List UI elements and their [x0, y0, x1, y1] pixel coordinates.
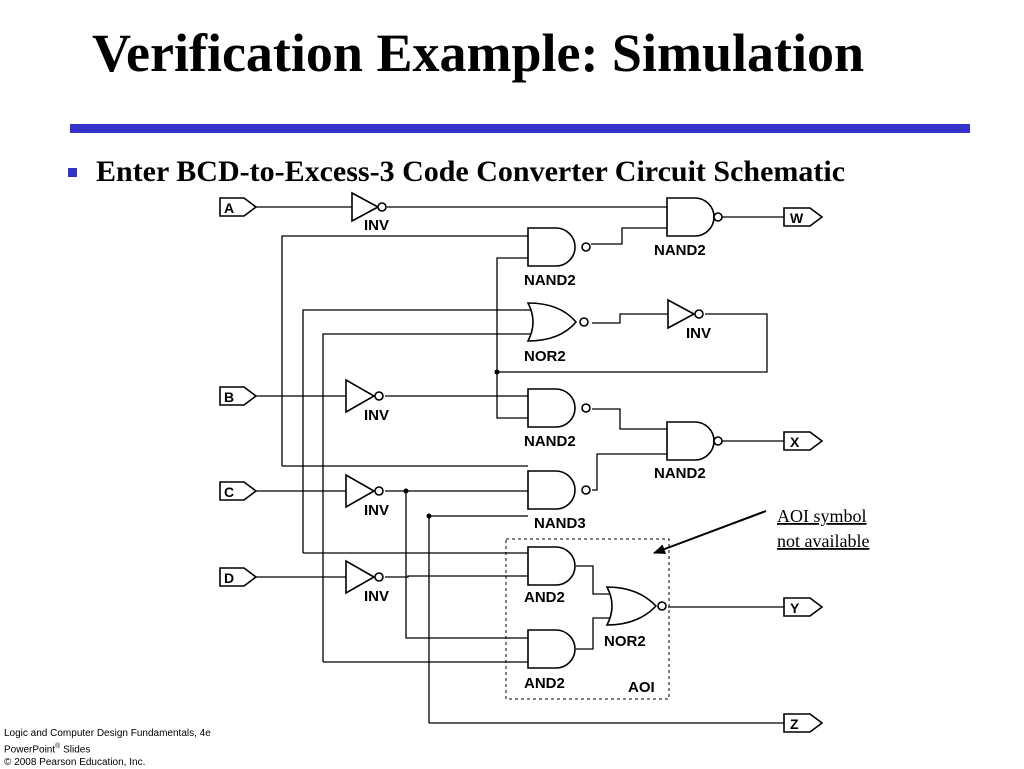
and-gate-top: AND2 — [524, 546, 576, 606]
nand3-gate: NAND3 — [527, 470, 591, 532]
port-w-label: W — [790, 210, 804, 226]
port-c-label: C — [224, 484, 234, 500]
port-y: Y — [783, 597, 824, 617]
svg-text:AND2: AND2 — [524, 589, 565, 606]
footer-line-2: PowerPoint® Slides — [4, 743, 91, 756]
port-d-label: D — [224, 570, 234, 586]
junction-dots — [403, 369, 500, 519]
svg-text:NAND2: NAND2 — [524, 272, 576, 289]
title-divider — [70, 124, 970, 133]
nor-gate-y: NOR2 — [604, 586, 667, 650]
port-y-label: Y — [790, 600, 800, 616]
annotation-line-2: not available — [777, 531, 869, 551]
nand-gate-mid: NAND2 — [524, 388, 591, 450]
inverter-d: INV — [345, 559, 389, 605]
aoi-group-box — [505, 538, 670, 700]
svg-text:NAND2: NAND2 — [654, 465, 706, 482]
port-w: W — [783, 207, 824, 227]
svg-text:NOR2: NOR2 — [524, 348, 566, 365]
port-a: A — [219, 197, 258, 217]
inverter-a: INV — [351, 191, 389, 234]
port-a-label: A — [224, 200, 234, 216]
svg-text:INV: INV — [686, 325, 711, 342]
port-x: X — [783, 431, 824, 451]
nand-gate-x: NAND2 — [654, 421, 723, 482]
inverter-b: INV — [345, 378, 389, 424]
svg-text:INV: INV — [364, 217, 389, 234]
svg-text:INV: INV — [364, 588, 389, 605]
svg-text:NOR2: NOR2 — [604, 633, 646, 650]
svg-text:INV: INV — [364, 407, 389, 424]
footer-line-1: Logic and Computer Design Fundamentals, … — [4, 728, 211, 739]
footer-line-3: © 2008 Pearson Education, Inc. — [4, 757, 146, 769]
slide-title: Verification Example: Simulation — [92, 23, 865, 83]
port-x-label: X — [790, 434, 800, 450]
aoi-box-label: AOI — [628, 679, 655, 696]
and-gate-bottom: AND2 — [524, 629, 576, 692]
port-z: Z — [783, 713, 824, 733]
annotation-line-1: AOI symbol — [777, 506, 867, 526]
nand-gate-top: NAND2 — [524, 227, 591, 289]
nand-gate-w: NAND2 — [654, 197, 723, 259]
bullet-square-icon — [68, 168, 77, 177]
nor-gate-mid: NOR2 — [524, 302, 589, 365]
svg-text:NAND3: NAND3 — [534, 515, 586, 532]
svg-text:NAND2: NAND2 — [654, 242, 706, 259]
annotation-arrow-icon — [653, 510, 767, 554]
footer-credits: Logic and Computer Design Fundamentals, … — [4, 727, 211, 769]
aoi-annotation: AOI symbol not available — [653, 506, 869, 554]
wires — [256, 206, 784, 724]
bullet-text: Enter BCD-to-Excess-3 Code Converter Cir… — [96, 155, 846, 188]
svg-text:INV: INV — [364, 502, 389, 519]
port-c: C — [219, 481, 258, 501]
svg-text:NAND2: NAND2 — [524, 433, 576, 450]
inverter-nor: INV — [667, 298, 711, 342]
port-b: B — [219, 386, 258, 406]
port-z-label: Z — [790, 716, 799, 732]
port-d: D — [219, 567, 258, 587]
svg-text:AND2: AND2 — [524, 675, 565, 692]
inverter-c: INV — [345, 473, 389, 519]
port-b-label: B — [224, 389, 234, 405]
